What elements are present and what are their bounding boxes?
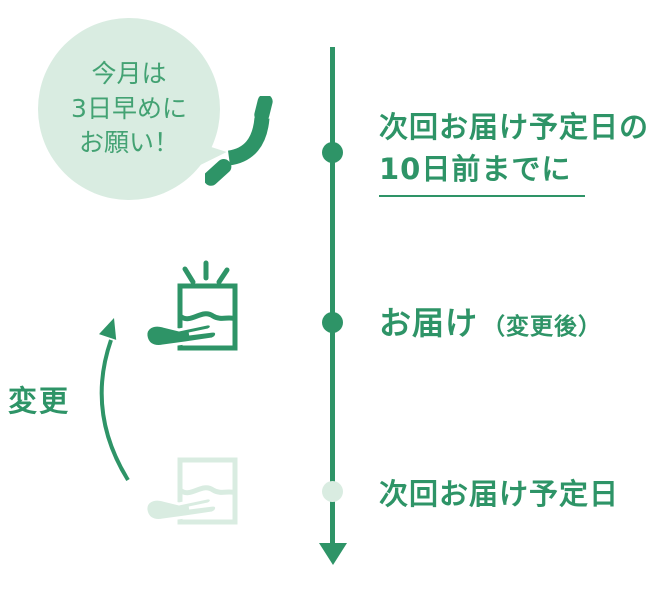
step-new-delivery-label: お届け（変更後）: [379, 298, 602, 344]
timeline-dot-original-delivery: [322, 481, 343, 502]
step-new-delivery-suffix: （変更後）: [482, 314, 603, 340]
hand-holding-box-sparkle-icon: [144, 260, 238, 351]
hand-holding-box-icon: [144, 457, 238, 525]
phone-handset-icon: [205, 96, 273, 186]
bubble-text-line2: 3日早めに: [71, 93, 187, 123]
step-deadline-line1: 次回お届け予定日の: [379, 110, 650, 144]
step-new-delivery-title: お届け: [379, 304, 479, 342]
step-original-delivery-label: 次回お届け予定日: [379, 471, 619, 513]
curved-up-arrow-icon: [99, 318, 130, 482]
speech-bubble: 今月は 3日早めに お願い！: [38, 18, 220, 200]
step-deadline-label: 次回お届け予定日の 10日前までに: [379, 106, 650, 198]
down-arrowhead-icon: [319, 543, 347, 565]
bubble-text-line3: お願い！: [78, 128, 179, 158]
step-original-delivery-title: 次回お届け予定日: [379, 477, 620, 511]
timeline-dot-new-delivery: [322, 312, 343, 333]
timeline-dot-deadline: [322, 142, 343, 163]
timeline-line: [330, 47, 335, 545]
change-arrow-label: 変更: [8, 384, 71, 418]
step-deadline-line2: 10日前までに: [379, 148, 585, 198]
bubble-text-line1: 今月は: [91, 58, 167, 88]
